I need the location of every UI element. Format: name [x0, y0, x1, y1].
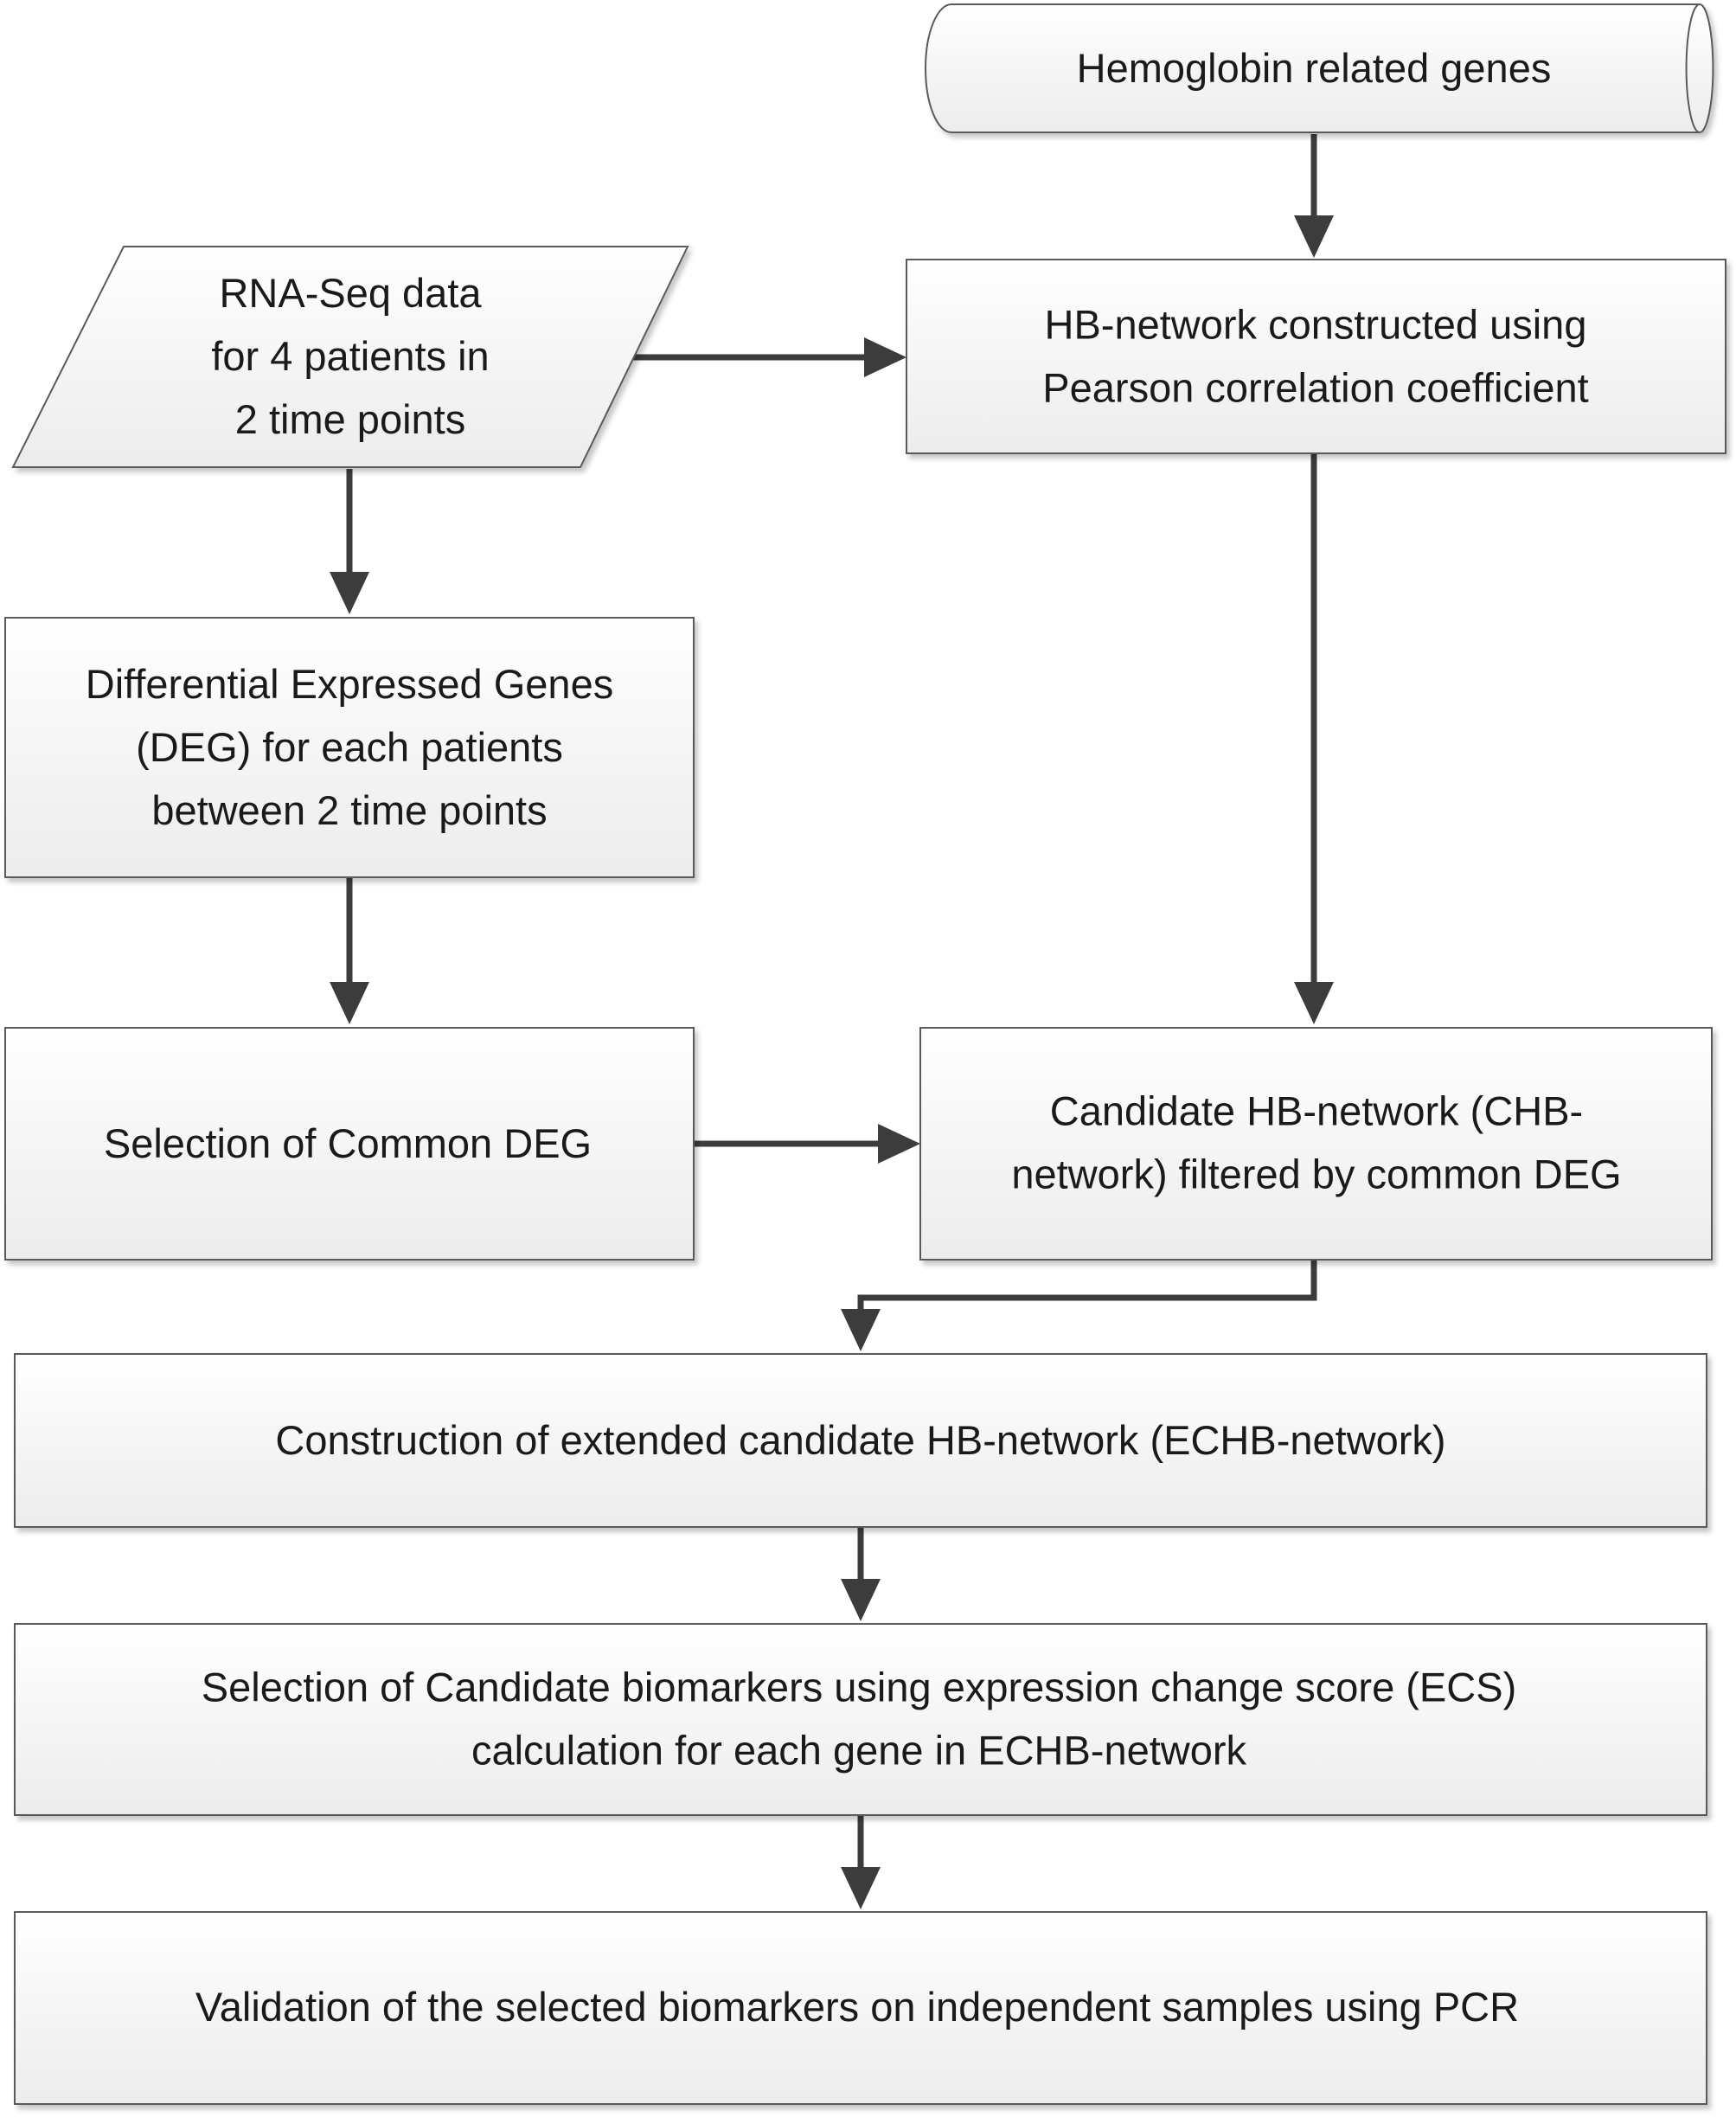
edge-echb-to-biomarkers [841, 1528, 881, 1621]
node-hemoglobin-text: Hemoglobin related genes [1077, 45, 1552, 91]
node-validation [14, 1911, 1707, 2105]
node-text-line: 2 time points [235, 396, 465, 442]
edges [330, 134, 1334, 1909]
edge-common-deg-to-chb [692, 1124, 920, 1164]
edge-hemoglobin-to-hbnetwork [1294, 134, 1334, 258]
node-deg-text: Differential Expressed Genes (DEG) for ea… [86, 661, 613, 833]
node-text-line: network) filtered by common DEG [1011, 1152, 1621, 1197]
edge-deg-to-common-deg [330, 878, 369, 1024]
process-box [4, 617, 695, 878]
node-biomarkers-text: Selection of Candidate biomarkers using … [202, 1665, 1516, 1774]
node-text-line: for 4 patients in [211, 333, 489, 379]
node-biomarkers [14, 1623, 1707, 1816]
node-text-line: between 2 time points [151, 787, 547, 833]
process-box [4, 1027, 695, 1261]
node-text-line: Pearson correlation coefficient [1042, 365, 1588, 411]
node-echb-text: Construction of extended candidate HB-ne… [275, 1417, 1445, 1463]
parallelogram-shape [11, 246, 689, 468]
node-rnaseq-text: RNA-Seq data for 4 patients in 2 time poin… [211, 270, 489, 442]
node-text-line: Selection of Candidate biomarkers using … [202, 1665, 1516, 1710]
node-echb [14, 1353, 1707, 1528]
node-text-line: Differential Expressed Genes [86, 661, 613, 707]
process-box [14, 1911, 1707, 2105]
node-text-line: HB-network constructed using [1045, 302, 1587, 348]
node-hbnetwork [906, 259, 1726, 454]
process-box [14, 1353, 1707, 1528]
edge-rnaseq-to-deg [330, 469, 369, 614]
nodes: Hemoglobin related genes RNA-Seq data for… [4, 3, 1726, 2105]
node-common-deg [4, 1027, 695, 1261]
process-box [919, 1027, 1713, 1261]
edge-rnaseq-to-hbnetwork [631, 337, 906, 377]
node-text-line: Hemoglobin related genes [1077, 45, 1552, 91]
node-deg [4, 617, 695, 878]
edge-hbnetwork-to-chb [1294, 454, 1334, 1024]
process-box [14, 1623, 1707, 1816]
node-text-line: calculation for each gene in ECHB-networ… [471, 1728, 1247, 1774]
node-common-deg-text: Selection of Common DEG [104, 1120, 592, 1166]
node-validation-text: Validation of the selected biomarkers on… [195, 1984, 1519, 2030]
node-hemoglobin [925, 3, 1714, 133]
edge-chb-to-echb [841, 1261, 1317, 1351]
node-text-line: Selection of Common DEG [104, 1120, 592, 1166]
node-text-line: RNA-Seq data [219, 270, 482, 316]
edge-biomarkers-to-validation [841, 1816, 881, 1909]
node-text-line: Validation of the selected biomarkers on… [195, 1984, 1519, 2030]
node-chb [919, 1027, 1713, 1261]
process-box [906, 259, 1726, 454]
node-rnaseq [11, 246, 689, 468]
node-chb-text: Candidate HB-network (CHB-network) filte… [1011, 1088, 1621, 1197]
node-text-line: Candidate HB-network (CHB- [1050, 1088, 1583, 1134]
node-text-line: (DEG) for each patients [136, 724, 563, 770]
node-text-line: Construction of extended candidate HB-ne… [275, 1417, 1445, 1463]
